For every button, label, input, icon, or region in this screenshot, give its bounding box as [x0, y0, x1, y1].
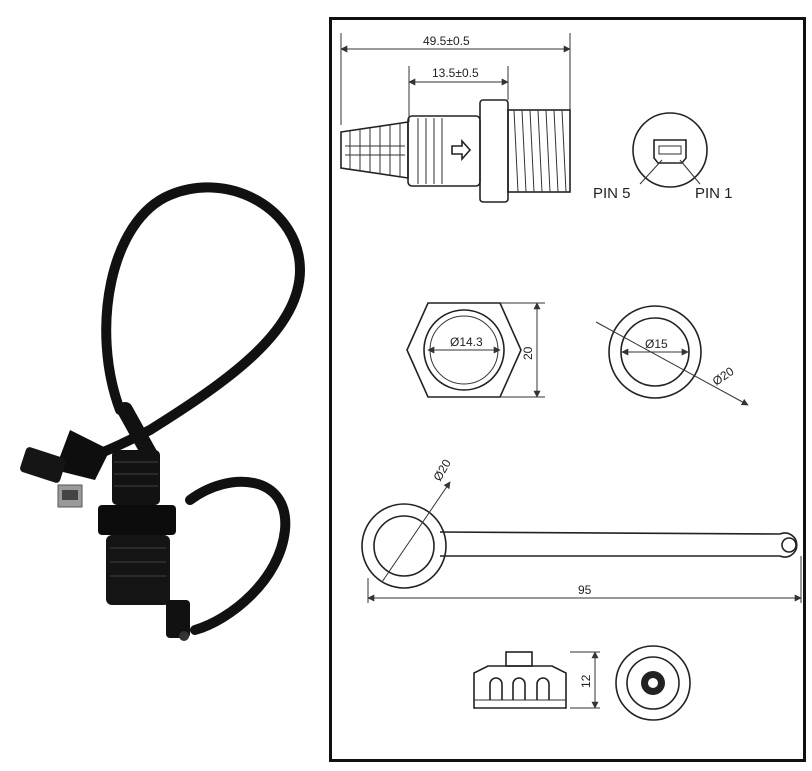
nut-inner-diameter-label: Ø14.3: [450, 335, 483, 349]
ring-view: Ø15 Ø20: [595, 305, 749, 406]
panel-connector: [98, 450, 190, 641]
ring-outer-diameter-label: Ø20: [710, 364, 737, 388]
ring-inner-diameter-label: Ø15: [645, 337, 668, 351]
mini-usb-plug: [20, 430, 110, 508]
strap-length-label: 95: [578, 583, 592, 597]
pinout-view: PIN 5 PIN 1: [593, 112, 733, 202]
flange: [479, 99, 509, 203]
product-photo: [20, 182, 306, 641]
overall-length-label: 49.5±0.5: [423, 34, 470, 48]
cap-diameter-label: Ø20: [430, 457, 454, 484]
cable: [90, 182, 306, 460]
flange-length-label: 13.5±0.5: [432, 66, 479, 80]
strain-relief: [117, 402, 158, 463]
connector-side-view: 49.5±0.5 13.5±0.5: [340, 33, 571, 203]
insert-arrow-icon: [451, 138, 472, 162]
technical-drawing-frame: [329, 17, 806, 762]
connector-body: [407, 115, 481, 187]
pin5-label: PIN 5: [593, 185, 631, 202]
pin1-label: PIN 1: [695, 185, 733, 202]
strain-relief-ribs: [340, 121, 409, 179]
dust-cap-strap: [185, 476, 291, 635]
hex-nut-view: Ø14.3 20: [406, 302, 545, 398]
cap-side-view: 12: [473, 651, 600, 709]
cap-height-label: 12: [579, 674, 593, 688]
dust-cap-view: Ø20 95: [361, 457, 802, 603]
threaded-barrel: [507, 109, 571, 193]
nut-height-label: 20: [521, 346, 535, 360]
cap-front-view: [615, 645, 691, 721]
